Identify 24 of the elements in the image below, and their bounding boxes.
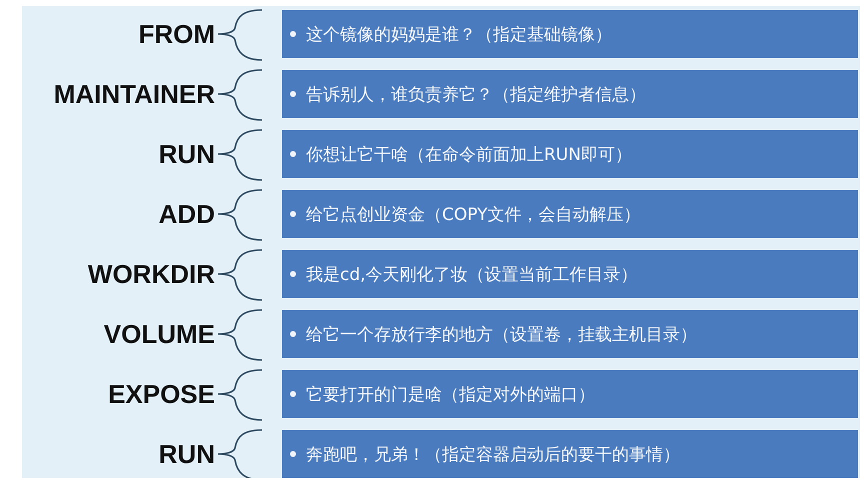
keyword-label: FROM (138, 19, 215, 49)
description-text: 你想让它干啥（在命令前面加上RUN即可） (306, 144, 632, 166)
description-text: 告诉别人，谁负责养它？（指定维护者信息） (306, 84, 646, 106)
description-bar (282, 430, 858, 478)
keyword-label: WORKDIR (88, 259, 215, 289)
description-text: 给它点创业资金（COPY文件，会自动解压） (306, 204, 641, 226)
keyword-label: EXPOSE (108, 379, 215, 409)
description-text: 这个镜像的妈妈是谁？（指定基础镜像） (306, 24, 612, 46)
description-bar (282, 190, 858, 238)
description-text: 奔跑吧，兄弟！（指定容器启动后的要干的事情） (306, 444, 680, 466)
keyword-label: VOLUME (104, 319, 215, 349)
description-text: 我是cd,今天刚化了妆（设置当前工作目录） (306, 264, 638, 286)
keyword-label: RUN (158, 439, 215, 469)
description-bar (282, 310, 858, 358)
description-bar (282, 130, 858, 178)
description-text: 它要打开的门是啥（指定对外的端口） (306, 384, 595, 406)
keyword-label: ADD (158, 199, 215, 229)
description-bar (282, 70, 858, 118)
description-text: 给它一个存放行李的地方（设置卷，挂载主机目录） (306, 324, 697, 346)
keyword-label: RUN (158, 139, 215, 169)
description-bar (282, 250, 858, 298)
keyword-label: MAINTAINER (54, 79, 215, 109)
description-bar (282, 10, 858, 58)
description-bar (282, 370, 858, 418)
